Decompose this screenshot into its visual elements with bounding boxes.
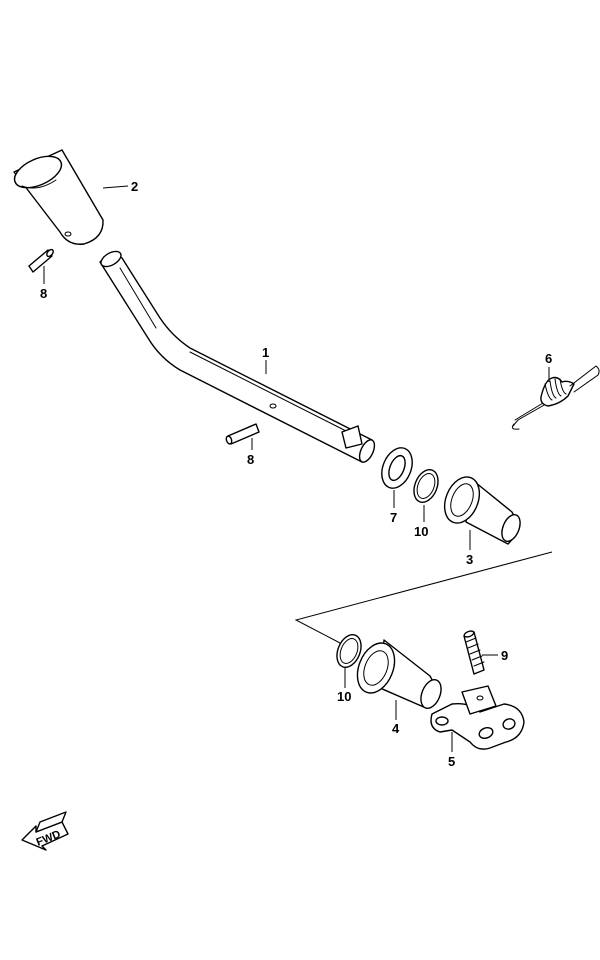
tiller-rod xyxy=(99,250,376,463)
o-ring-lower xyxy=(336,634,362,668)
callout-1: 1 xyxy=(262,345,269,360)
pin-upper xyxy=(28,248,54,273)
callout-6: 6 xyxy=(545,351,552,366)
callout-8-middle: 8 xyxy=(247,452,254,467)
break-line xyxy=(294,551,553,645)
leader-lines xyxy=(43,185,550,752)
callout-9: 9 xyxy=(501,648,508,663)
grip-cap xyxy=(13,149,104,245)
o-ring-upper xyxy=(413,469,439,503)
callout-8-upper: 8 xyxy=(40,286,47,301)
pin-middle xyxy=(225,423,260,445)
callout-2: 2 xyxy=(131,179,138,194)
forward-arrow-icon: FWD xyxy=(21,811,69,851)
callout-10-lower: 10 xyxy=(337,689,351,704)
bushing-lower xyxy=(356,639,442,710)
callout-4: 4 xyxy=(392,721,400,736)
bushing-upper xyxy=(443,476,521,545)
return-spring xyxy=(511,365,600,430)
washer xyxy=(381,447,413,489)
callout-10-upper: 10 xyxy=(414,524,428,539)
callout-5: 5 xyxy=(448,754,455,769)
callout-3: 3 xyxy=(466,552,473,567)
bracket xyxy=(430,685,525,750)
spring-pin xyxy=(463,630,485,675)
callout-7: 7 xyxy=(390,510,397,525)
